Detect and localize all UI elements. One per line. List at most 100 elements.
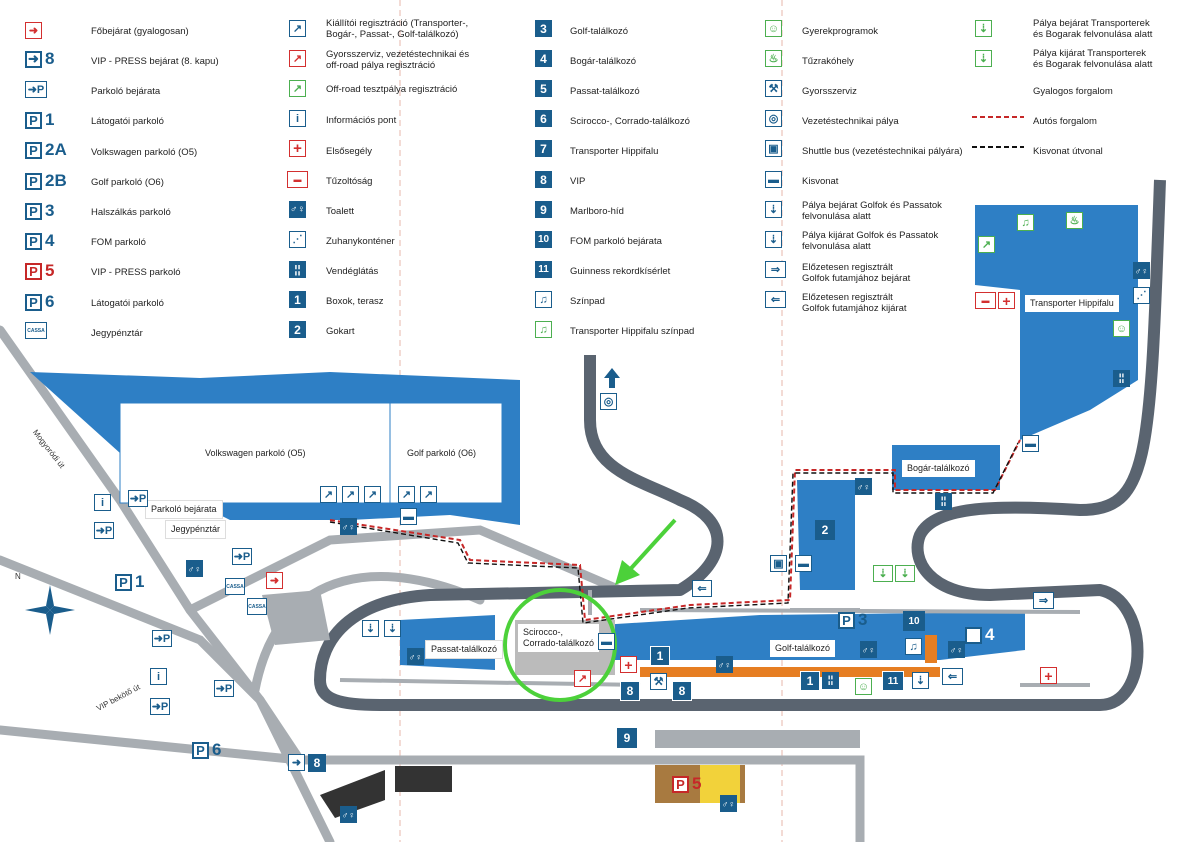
catering-icon: ¦¦ (289, 261, 306, 278)
map-kids-icon-2: ☺ (1113, 320, 1130, 337)
fire-department-icon: ▬ (287, 171, 308, 188)
highlight-arrow (623, 518, 677, 577)
map-train-icon-3: ▬ (795, 555, 812, 572)
gokart-2-icon: 2 (289, 321, 306, 338)
map-parking-entrance-icon-4: ➜P (152, 630, 172, 647)
legend-text: Zuhanykonténer (326, 236, 395, 247)
map-track-exit-icon: ⇣ (384, 620, 401, 637)
map-shuttle-bus-icon: ▣ (770, 555, 787, 572)
legend-text: Golf parkoló (O6) (91, 177, 164, 188)
legend-text: Tűzrakóhely (802, 56, 854, 67)
highlight-arrowhead (615, 560, 640, 585)
map-steering-wheel-icon: ◎ (600, 393, 617, 410)
offroad-registration-icon: ↗ (289, 80, 306, 97)
bridge-marker: 9 (617, 728, 637, 748)
map-cassa-icon: CASSA (225, 578, 245, 595)
map-fast-service-reg-icon: ↗ (574, 670, 591, 687)
map-catering-icon-3: ¦¦ (822, 672, 839, 689)
prereg-entry-icon: ⇒ (765, 261, 786, 278)
info-icon: i (289, 110, 306, 127)
map-transporter-exit-icon: ⇣ (895, 565, 915, 582)
fireplace-icon: ♨ (765, 50, 782, 67)
dark-building-2 (320, 770, 385, 818)
meeting-4-icon: 4 (535, 50, 552, 67)
legend-text: Volkswagen parkoló (O5) (91, 147, 198, 158)
legend-text: Vendéglátás (326, 266, 379, 277)
map-toilet-icon-5: ♂♀ (948, 641, 965, 658)
map-prereg-icon: ⇐ (692, 580, 712, 597)
boxes-marker-2: 1 (800, 671, 820, 691)
fast-service-registration-icon: ↗ (289, 50, 306, 67)
map-info-icon: i (94, 494, 111, 511)
vip-marker: 8 (620, 681, 640, 701)
map-train-icon-2: ▬ (400, 508, 417, 525)
hippifalu-label: Transporter Hippifalu (1025, 295, 1119, 312)
map-toilet-icon-6: ♂♀ (340, 518, 357, 535)
map-first-aid-icon-2: + (1040, 667, 1057, 684)
map-toilet-icon-8: ♂♀ (720, 795, 737, 812)
map-toilet-icon-10: ♂♀ (407, 648, 424, 665)
guinness-marker: 11 (882, 671, 904, 691)
legend-text: Kiállítói regisztráció (Transporter-, Bo… (326, 18, 469, 40)
registration-icon: ↗ (289, 20, 306, 37)
map-catering-icon-2: ¦¦ (1113, 370, 1130, 387)
legend-text: Halszálkás parkoló (91, 207, 171, 218)
map-train-icon: ▬ (1022, 435, 1039, 452)
legend-text: FOM parkoló (91, 237, 146, 248)
bridge-9-icon: 9 (535, 201, 552, 218)
fom-10-icon: 10 (535, 231, 552, 248)
legend-text: Gyorsszerviz (802, 86, 857, 97)
legend-text: Golf-találkozó (570, 26, 629, 37)
map-fire-department-icon: ▬ (975, 292, 996, 309)
legend-text: FOM parkoló bejárata (570, 236, 662, 247)
legend-text: Előzetesen regisztrált Golfok futamjához… (802, 262, 911, 284)
map-offroad-reg-icon: ↗ (978, 236, 995, 253)
meeting-3-icon: 3 (535, 20, 552, 37)
legend-text: Jegypénztár (91, 328, 143, 339)
map-track-entry-icon-2: ⇣ (912, 672, 929, 689)
meeting-5-icon: 5 (535, 80, 552, 97)
track-entry-golf-icon: ⇣ (765, 201, 782, 218)
vip-8-icon: 8 (535, 171, 552, 188)
train-route (329, 442, 1019, 624)
map-toilet-icon-2: ♂♀ (855, 478, 872, 495)
meeting-7-icon: 7 (535, 140, 552, 157)
map-kids-icon: ☺ (855, 678, 872, 695)
map-parking-entrance-icon-5: ➜P (214, 680, 234, 697)
gate-8-marker: 8 (308, 754, 326, 772)
first-aid-icon: + (289, 140, 306, 157)
legend-text: Kisvonat (802, 176, 839, 187)
shower-icon: ⋰ (289, 231, 306, 248)
legend-text: Marlboro-híd (570, 206, 624, 217)
legend-text: Gyalogos forgalom (1033, 86, 1113, 97)
map-parking-entrance-icon-3: ➜P (232, 548, 252, 565)
legend-text: Gyorsszerviz, vezetéstechnikai és off-ro… (326, 49, 470, 71)
shuttle-bus-icon: ▣ (765, 140, 782, 157)
map-toilet-icon-4: ♂♀ (860, 641, 877, 658)
legend-text: Gyerekprogramok (802, 26, 879, 37)
highlight-circle (503, 588, 617, 702)
golf-orange-block (925, 635, 937, 663)
steering-wheel-icon: ◎ (765, 110, 782, 127)
map-first-aid-icon-3: + (998, 292, 1015, 309)
legend-text: Shuttle bus (vezetéstechnikai pályára) (802, 146, 963, 157)
transporter-entry-icon: ⇣ (975, 20, 992, 37)
legend-text: Pálya kijárat Golfok és Passatok felvonu… (802, 230, 939, 252)
map-hippie-stage-icon: ♫ (1017, 214, 1034, 231)
golf-meeting-label: Golf-találkozó (770, 640, 836, 657)
legend-text: Toalett (326, 206, 354, 217)
legend-text: Előzetesen regisztrált Golfok futamjához… (802, 292, 907, 314)
legend-text: Autós forgalom (1033, 116, 1097, 127)
legend-text: Pálya bejárat Golfok és Passatok felvonu… (802, 200, 942, 222)
golf-orange-strip (640, 667, 940, 677)
vw-parking-label: Volkswagen parkoló (O5) (200, 445, 311, 462)
map-parking-entrance-icon-2: ➜P (94, 522, 114, 539)
map-toilet-icon-9: ♂♀ (340, 806, 357, 823)
legend-text: Pálya bejárat Transporterek és Bogarak f… (1033, 18, 1153, 40)
train-route-line (972, 146, 1024, 148)
